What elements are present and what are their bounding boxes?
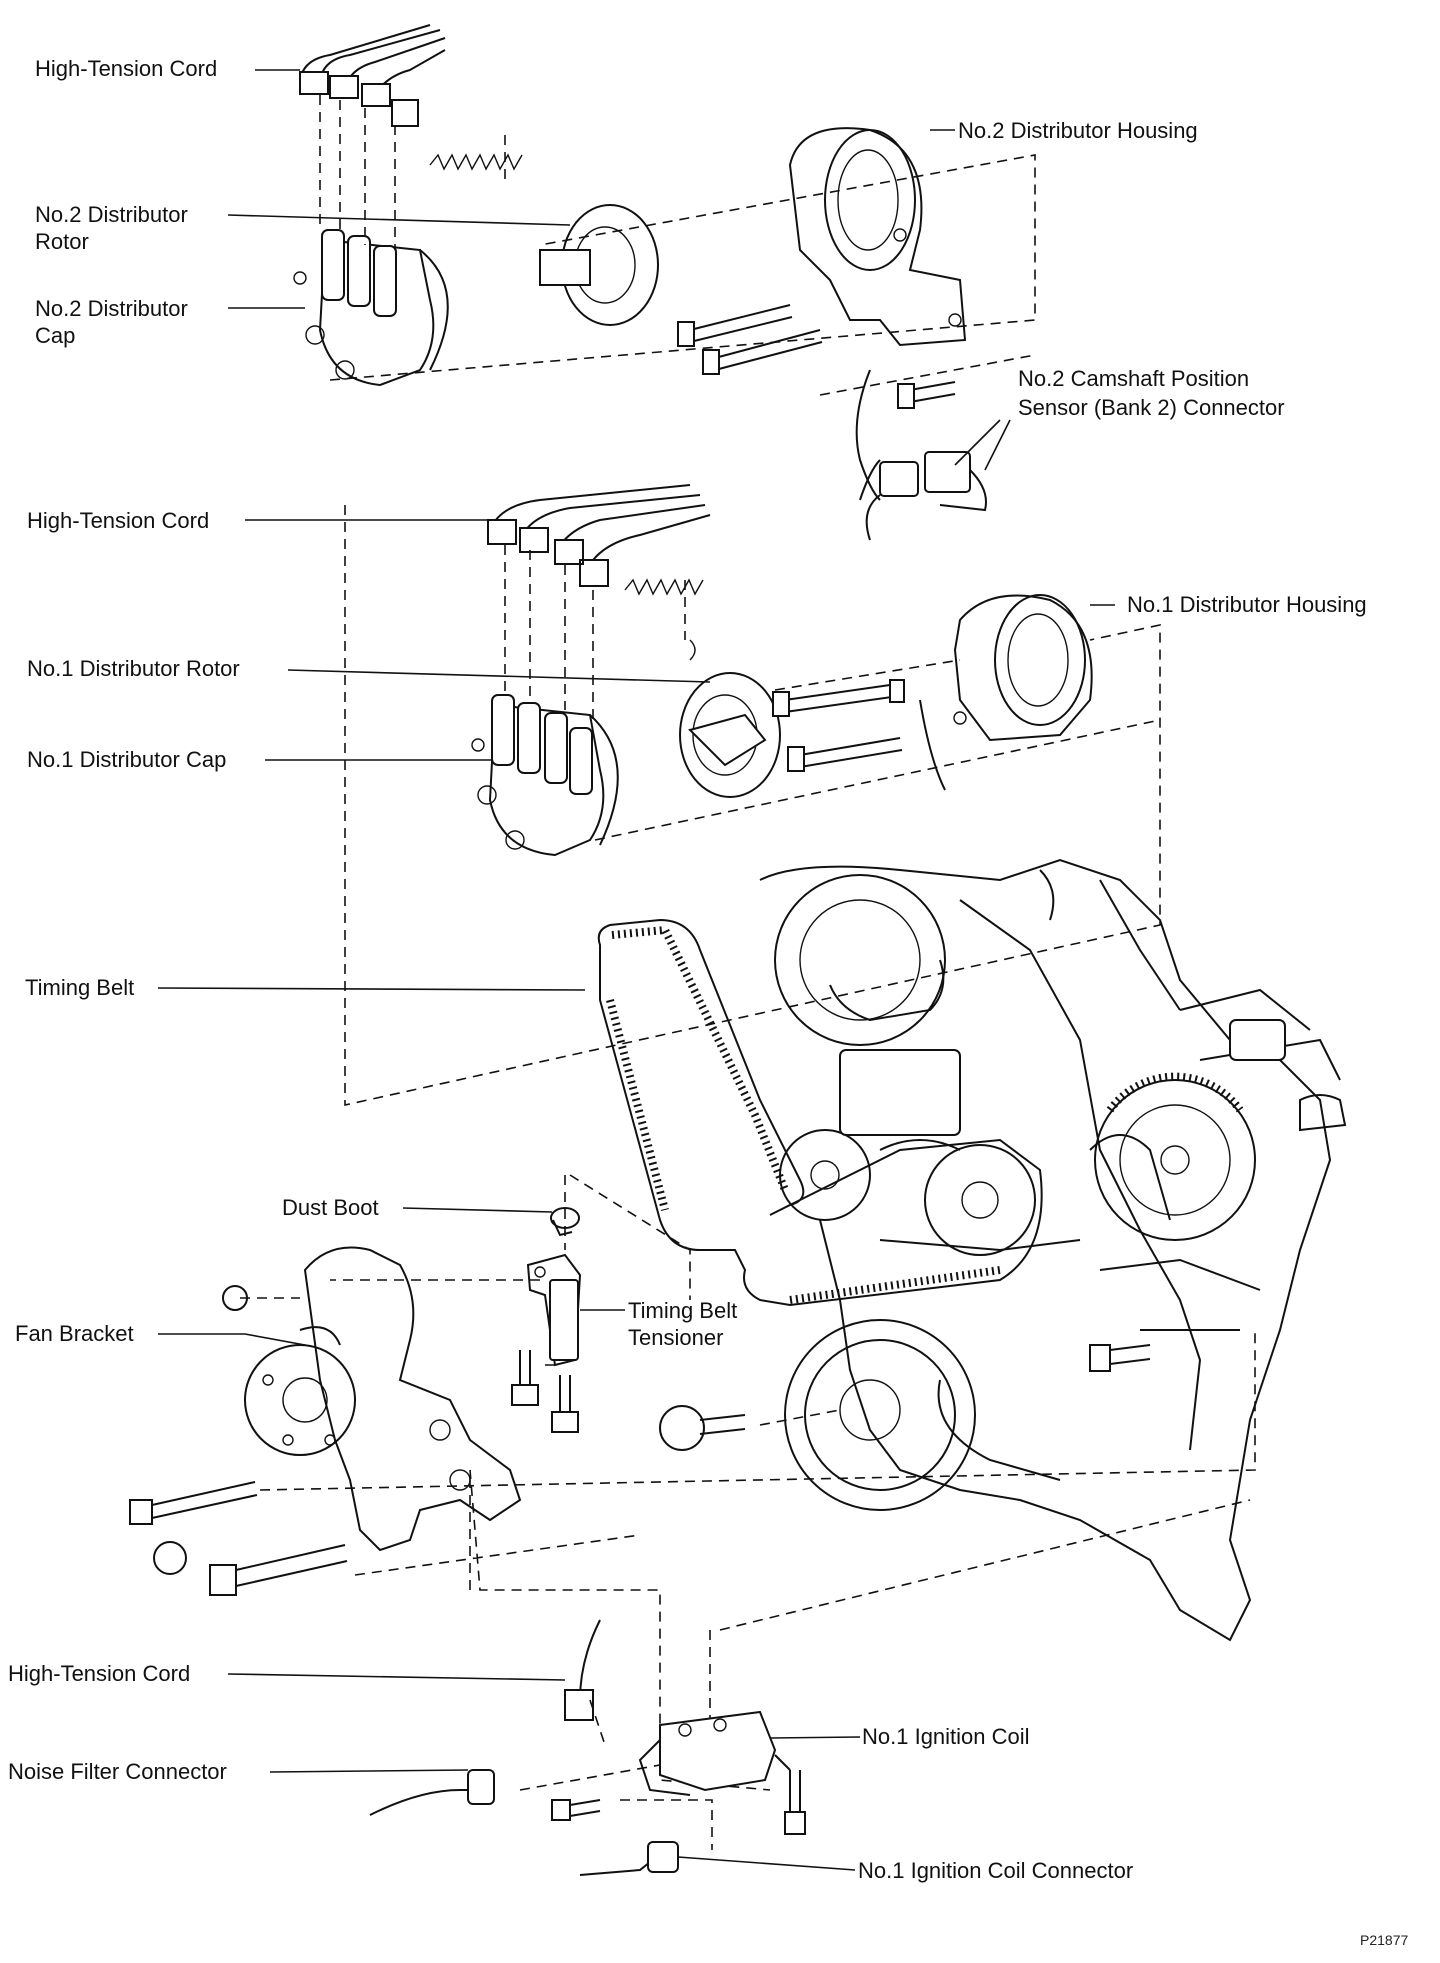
- no1-ignition-coil-drawing: [638, 1710, 791, 1796]
- label-no2-distributor-cap-line1: No.2 Distributor: [35, 296, 188, 321]
- high-tension-cord-mid-drawing: [487, 484, 711, 587]
- label-no2-distributor-rotor-line2: Rotor: [35, 229, 89, 254]
- fan-bracket-drawing: [222, 1246, 522, 1552]
- bolts-top-drawing: [677, 304, 956, 409]
- engine-block-drawing: [759, 858, 1347, 1642]
- label-timing-belt-tensioner-line2: Tensioner: [628, 1325, 724, 1350]
- assembly-dash-mid: [344, 505, 1161, 1106]
- no2-camshaft-sensor-connector-drawing: [855, 369, 987, 541]
- idler-pulleys-drawing: [779, 959, 1036, 1256]
- fan-bracket-bolts-drawing: [129, 1481, 348, 1596]
- high-tension-cord-top-drawing: [299, 24, 446, 127]
- no2-distributor-rotor-drawing: [539, 204, 659, 326]
- label-timing-belt: Timing Belt: [25, 975, 135, 1000]
- label-fan-bracket: Fan Bracket: [15, 1321, 134, 1346]
- timing-belt-drawing: [597, 918, 1043, 1307]
- label-no2-camshaft-sensor-line2: Sensor (Bank 2) Connector: [1018, 395, 1285, 420]
- label-high-tension-cord-top: High-Tension Cord: [35, 56, 218, 81]
- assembly-dash-lower: [240, 1174, 1256, 1791]
- label-no1-ignition-coil: No.1 Ignition Coil: [862, 1724, 1030, 1749]
- figure-code: P21877: [1360, 1932, 1409, 1948]
- label-no1-distributor-rotor: No.1 Distributor Rotor: [27, 656, 240, 681]
- label-no2-distributor-housing: No.2 Distributor Housing: [958, 118, 1198, 143]
- timing-belt-tensioner-drawing: [526, 1253, 582, 1367]
- no2-distributor-housing-drawing: [788, 127, 967, 347]
- no1-ignition-coil-connector-drawing: [579, 1841, 679, 1876]
- dash-verticals-mid: [504, 545, 686, 725]
- crank-bolt-drawing: [659, 1344, 1151, 1451]
- assembly-dash-coil: [519, 1699, 713, 1850]
- label-noise-filter-connector: Noise Filter Connector: [8, 1759, 227, 1784]
- no1-distributor-rotor-drawing: [679, 672, 781, 798]
- dash-verticals-top: [319, 95, 506, 250]
- label-high-tension-cord-mid: High-Tension Cord: [27, 508, 210, 533]
- label-timing-belt-tensioner-line1: Timing Belt: [628, 1298, 738, 1323]
- leader-lines: [157, 69, 1115, 1871]
- assembly-dash-top: [329, 154, 1036, 396]
- coil-bolts-drawing: [551, 1770, 806, 1835]
- label-no2-distributor-rotor-line1: No.2 Distributor: [35, 202, 188, 227]
- bolts-mid-drawing: [772, 679, 905, 772]
- no1-distributor-housing-drawing: [919, 594, 1093, 791]
- crank-pulley-drawing: [784, 1319, 976, 1511]
- spring-mid-drawing: [624, 578, 704, 661]
- label-no1-distributor-housing: No.1 Distributor Housing: [1127, 592, 1367, 617]
- label-no2-camshaft-sensor-line1: No.2 Camshaft Position: [1018, 366, 1250, 391]
- noise-filter-connector-drawing: [369, 1769, 495, 1816]
- label-no2-distributor-cap-line2: Cap: [35, 323, 76, 348]
- label-dust-boot: Dust Boot: [282, 1195, 379, 1220]
- no1-distributor-cap-drawing: [471, 694, 619, 857]
- label-no1-ignition-coil-connector: No.1 Ignition Coil Connector: [858, 1858, 1134, 1883]
- label-no1-distributor-cap: No.1 Distributor Cap: [27, 747, 227, 772]
- tensioner-bolts-drawing: [511, 1350, 579, 1433]
- no2-distributor-cap-drawing: [293, 229, 449, 387]
- high-tension-cord-bottom-drawing: [564, 1619, 601, 1721]
- label-high-tension-cord-bottom: High-Tension Cord: [8, 1661, 191, 1686]
- camshaft-pulleys-drawing: [774, 874, 1256, 1241]
- spring-top-drawing: [429, 153, 523, 171]
